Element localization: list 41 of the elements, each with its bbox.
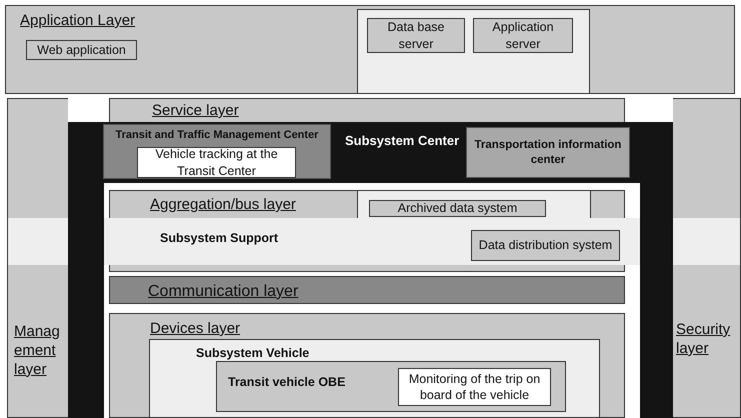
server-area — [357, 9, 590, 94]
subsystem-title: Transit and Traffic Management Center — [114, 129, 320, 141]
component-box — [471, 230, 620, 261]
box-label: Monitoring of the trip on board of the vehicle — [408, 370, 542, 404]
component-box — [473, 18, 573, 53]
component-box — [367, 18, 465, 53]
box-label: Data distribution system — [478, 237, 614, 254]
layer-title: Application Layer — [20, 12, 136, 31]
subsystem-band — [104, 218, 640, 272]
layer-box — [673, 98, 741, 418]
layer-title: Aggregation/bus layer — [150, 196, 296, 215]
function-box — [137, 147, 296, 178]
box-label: Vehicle tracking at the Transit Center — [154, 146, 279, 179]
layer-box — [109, 98, 625, 122]
layer-box — [109, 276, 625, 304]
equipment-box — [216, 361, 566, 412]
component-box — [369, 200, 546, 217]
subsystem-box — [149, 339, 600, 418]
subsystem-box — [103, 124, 331, 179]
layer-box — [7, 98, 68, 418]
subsystem-title: Subsystem Center — [345, 133, 460, 148]
layer-title: Security layer — [676, 321, 732, 358]
box-label: Transportation information center — [474, 138, 622, 168]
subsystem-title: Subsystem Support — [160, 231, 278, 247]
layer-box — [109, 190, 625, 218]
box-label: Data base server — [386, 19, 446, 52]
layer-box — [5, 5, 735, 94]
box-label: Application server — [491, 19, 555, 52]
layer-box — [109, 313, 625, 418]
layer-title: Manag ement layer — [14, 323, 61, 380]
subsystem-title: Transit vehicle OBE — [228, 375, 346, 391]
layer-title: Devices layer — [150, 320, 240, 339]
function-box — [398, 368, 551, 406]
subsystem-box — [466, 127, 630, 178]
subsystem-title: Subsystem Vehicle — [196, 346, 310, 362]
layer-title: Communication layer — [148, 282, 298, 302]
component-box — [26, 40, 137, 60]
box-label: Web application — [36, 42, 127, 58]
layer-title: Service layer — [152, 102, 239, 121]
subsystem-frame — [68, 122, 673, 418]
box-label: Archived data system — [396, 200, 518, 217]
